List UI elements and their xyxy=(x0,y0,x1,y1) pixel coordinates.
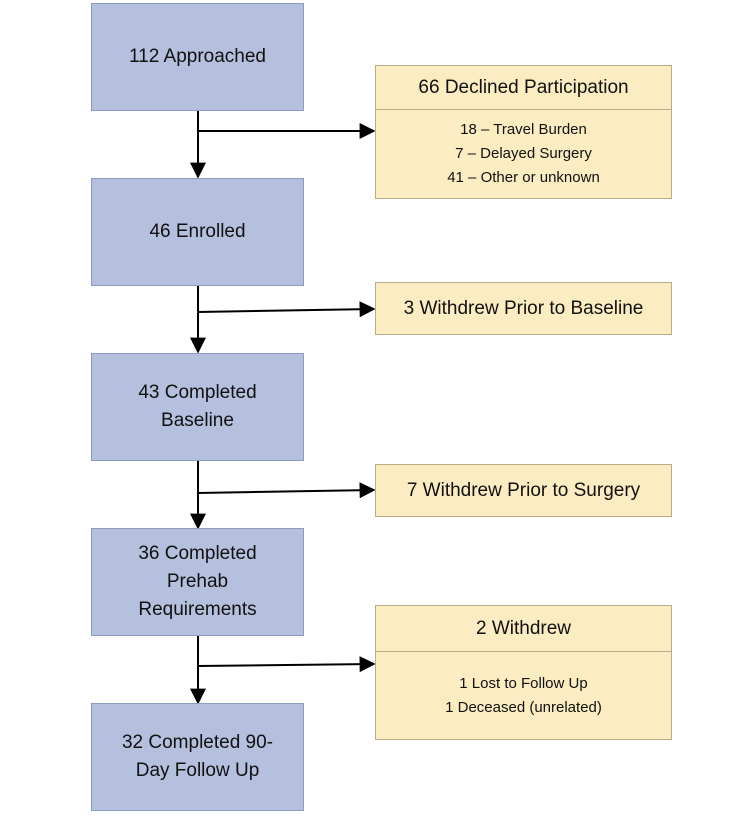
step-completed-prehab-line-1: 36 Completed xyxy=(138,543,257,564)
exclusion-withdrew-followup-details: 1 Lost to Follow Up 1 Deceased (unrelate… xyxy=(376,652,671,739)
step-completed-followup-line-2: Day Follow Up xyxy=(135,760,260,781)
exclusion-declined-detail: 41 – Other or unknown xyxy=(447,169,600,186)
arrow-to-withdrew-surgery xyxy=(197,482,376,499)
exclusion-withdrew-followup-detail: 1 Deceased (unrelated) xyxy=(445,698,602,716)
exclusion-withdrew-followup-title: 2 Withdrew xyxy=(376,606,671,652)
exclusion-declined: 66 Declined Participation 18 – Travel Bu… xyxy=(375,65,672,199)
exclusion-declined-details: 18 – Travel Burden 7 – Delayed Surgery 4… xyxy=(376,110,671,198)
step-completed-followup: 32 Completed 90- Day Follow Up xyxy=(91,703,304,811)
arrow-to-withdrew-baseline xyxy=(197,301,376,318)
exclusion-withdrew-baseline: 3 Withdrew Prior to Baseline xyxy=(375,282,672,335)
step-completed-prehab-line-2: Prehab xyxy=(166,571,229,592)
step-completed-baseline: 43 Completed Baseline xyxy=(91,353,304,461)
step-completed-prehab-label: 36 Completed Prehab Requirements xyxy=(118,540,276,624)
arrow-to-withdrew-followup xyxy=(197,656,376,673)
step-completed-baseline-line-1: 43 Completed xyxy=(138,382,257,403)
step-completed-baseline-label: 43 Completed Baseline xyxy=(118,379,276,435)
exclusion-declined-detail: 7 – Delayed Surgery xyxy=(455,145,592,162)
step-completed-followup-label: 32 Completed 90- Day Follow Up xyxy=(102,729,293,785)
step-completed-prehab-line-3: Requirements xyxy=(138,599,257,620)
step-approached: 112 Approached xyxy=(91,3,304,111)
step-completed-baseline-line-2: Baseline xyxy=(161,410,234,431)
exclusion-withdrew-followup: 2 Withdrew 1 Lost to Follow Up 1 Decease… xyxy=(375,605,672,740)
step-completed-prehab: 36 Completed Prehab Requirements xyxy=(91,528,304,636)
exclusion-withdrew-followup-detail: 1 Lost to Follow Up xyxy=(459,674,588,692)
step-approached-label: 112 Approached xyxy=(129,46,266,67)
step-enrolled: 46 Enrolled xyxy=(91,178,304,286)
exclusion-declined-title: 66 Declined Participation xyxy=(376,66,671,110)
exclusion-withdrew-surgery-title: 7 Withdrew Prior to Surgery xyxy=(406,479,641,501)
step-completed-followup-line-1: 32 Completed 90- xyxy=(121,732,274,753)
exclusion-withdrew-surgery: 7 Withdrew Prior to Surgery xyxy=(375,464,672,517)
step-enrolled-label: 46 Enrolled xyxy=(149,221,246,242)
exclusion-declined-detail: 18 – Travel Burden xyxy=(460,121,587,138)
exclusion-withdrew-baseline-title: 3 Withdrew Prior to Baseline xyxy=(403,297,644,319)
